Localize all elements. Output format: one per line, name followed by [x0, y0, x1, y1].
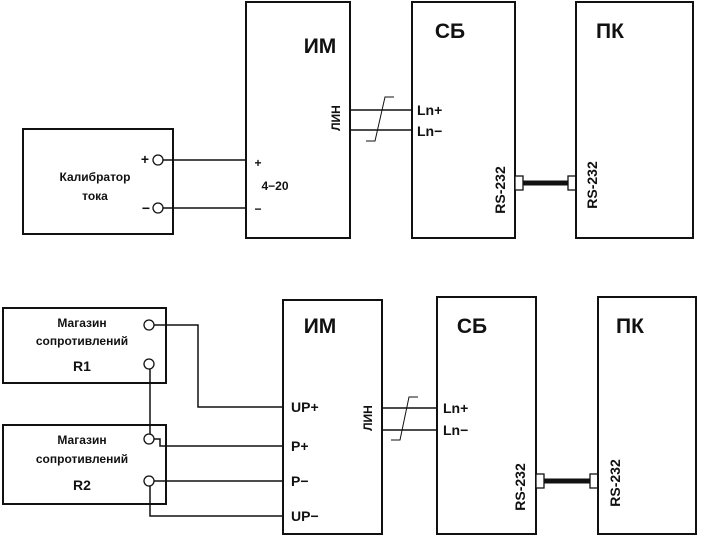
- sb-ln-minus-label: Ln−: [417, 123, 442, 139]
- r2-label-1: Магазин: [57, 433, 106, 447]
- im2-up-minus-label: UP−: [291, 508, 319, 524]
- sb2-ln-minus-label: Ln−: [443, 422, 468, 438]
- im-title: ИМ: [304, 35, 337, 58]
- diagram-1: Калибратор тока + − ИМ + 4−20 − ЛИН СБ L…: [22, 1, 694, 239]
- pk-box: [575, 1, 694, 239]
- diagram-2: Магазин сопротивлений R1 Магазин сопроти…: [2, 296, 697, 535]
- im2-box: [282, 299, 383, 535]
- current-calibrator-box: [22, 128, 174, 235]
- im2-up-plus-label: UP+: [291, 399, 319, 415]
- r1-label-3: R1: [73, 358, 91, 374]
- pk2-title: ПК: [616, 315, 644, 338]
- wire-p-plus: [154, 438, 283, 447]
- r1-terminal-1: [143, 319, 155, 331]
- im-range-label: 4−20: [261, 179, 288, 193]
- im2-p-minus-label: P−: [291, 473, 309, 489]
- sb2-title: СБ: [457, 315, 487, 338]
- im2-lin-label: ЛИН: [361, 405, 375, 431]
- pk-rs232-label: RS-232: [584, 161, 600, 209]
- r2-label-3: R2: [73, 477, 91, 493]
- calibrator-minus-sign: −: [142, 200, 150, 216]
- sb-box: [411, 1, 516, 239]
- im-box: [245, 1, 351, 239]
- twisted-pair-mark-2: [391, 396, 418, 441]
- pk-title: ПК: [596, 20, 624, 43]
- r1-label-1: Магазин: [57, 316, 106, 330]
- calibrator-plus-sign: +: [141, 151, 149, 167]
- wire-up-plus: [154, 324, 283, 408]
- resistance-box-r1: [2, 307, 167, 384]
- sb2-box: [436, 296, 537, 535]
- sb2-rs232-port: [535, 473, 545, 489]
- wire-up-minus: [149, 486, 283, 517]
- r2-terminal-2: [143, 475, 155, 487]
- im-plus-label: +: [254, 156, 261, 170]
- sb-ln-plus-label: Ln+: [417, 102, 442, 118]
- sb-rs232-label: RS-232: [492, 166, 508, 214]
- pk2-box: [597, 296, 697, 535]
- r2-label-2: сопротивлений: [36, 452, 128, 466]
- calibrator-plus-terminal: [152, 154, 164, 166]
- im2-title: ИМ: [304, 315, 337, 338]
- current-calibrator-label-2: тока: [82, 189, 108, 203]
- im2-p-plus-label: P+: [291, 438, 309, 454]
- r1-terminal-2: [143, 358, 155, 370]
- sb-rs232-port: [514, 175, 524, 191]
- current-calibrator-label-1: Калибратор: [60, 170, 131, 184]
- r1-label-2: сопротивлений: [36, 334, 128, 348]
- sb2-ln-plus-label: Ln+: [443, 400, 468, 416]
- r2-terminal-1: [143, 433, 155, 445]
- calibrator-minus-terminal: [152, 202, 164, 214]
- pk-rs232-port: [567, 175, 577, 191]
- twisted-pair-mark: [366, 96, 394, 142]
- sb-title: СБ: [435, 20, 465, 43]
- pk2-rs232-label: RS-232: [607, 459, 623, 507]
- resistance-box-r2: [2, 424, 167, 505]
- im-minus-label: −: [254, 202, 261, 216]
- im-lin-label: ЛИН: [329, 105, 343, 131]
- sb2-rs232-label: RS-232: [512, 463, 528, 511]
- pk2-rs232-port: [589, 473, 599, 489]
